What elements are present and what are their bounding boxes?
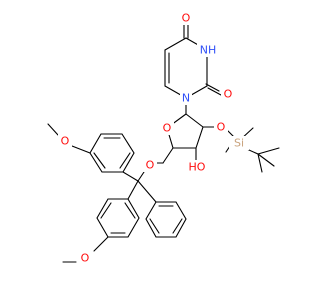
atom-n1: N xyxy=(182,92,190,105)
atom-oh: HO xyxy=(189,161,206,174)
atom-o-c2: O xyxy=(224,88,233,101)
ring-c-outline xyxy=(96,198,140,238)
chemical-structure-diagram: O NH O N O O Si HO O O O xyxy=(47,11,280,265)
atom-si: Si xyxy=(234,137,244,150)
atom-o-silyl: O xyxy=(217,121,226,134)
ring-c-double-1 xyxy=(100,202,112,219)
phenyl-ring xyxy=(145,201,187,238)
atom-o-ring: O xyxy=(163,122,172,135)
atom-o-ether: O xyxy=(146,159,155,172)
bond-ring-c-ome xyxy=(93,236,109,252)
ring-c-double-3 xyxy=(124,202,136,219)
atom-nh: NH xyxy=(200,44,217,57)
ring-b-outline xyxy=(145,201,187,238)
bond-ctert-me1 xyxy=(257,147,280,155)
bond-ome-top-methyl xyxy=(47,123,59,136)
anisyl-ring-bottom xyxy=(62,198,140,263)
bond-ctrityl-ringc xyxy=(127,180,139,200)
dmt-core xyxy=(122,168,157,203)
ring-b-double-3 xyxy=(149,218,160,234)
atom-o-methoxy-top: O xyxy=(61,135,70,148)
bond-ring-a-ome xyxy=(71,145,91,154)
atom-o-c4: O xyxy=(182,12,191,25)
ring-a-double-3 xyxy=(119,152,131,169)
bond-c3p-c2p xyxy=(195,126,204,149)
bond-c5-c4 xyxy=(164,37,187,51)
atom-labels: O NH O N O O Si HO O O O xyxy=(58,11,249,265)
bond-c2-o-b xyxy=(207,87,222,96)
ring-a-double-1 xyxy=(93,152,106,169)
bond-c2p-c1p xyxy=(185,113,204,128)
bond-c2-o-a xyxy=(205,83,220,92)
atom-o-methoxy-bottom: O xyxy=(81,252,90,265)
uracil-ring xyxy=(164,23,222,99)
bond-ctert-me3 xyxy=(257,153,275,167)
bond-ctrityl-ringb xyxy=(137,180,157,203)
bond-c4p-c5p xyxy=(162,147,174,164)
bond-ctrityl-ringa xyxy=(122,171,139,182)
bond-ctert-me2 xyxy=(257,153,263,173)
ring-a-outline xyxy=(89,133,135,173)
ring-b-double-2 xyxy=(172,218,183,234)
anisyl-ring-top xyxy=(47,123,135,173)
